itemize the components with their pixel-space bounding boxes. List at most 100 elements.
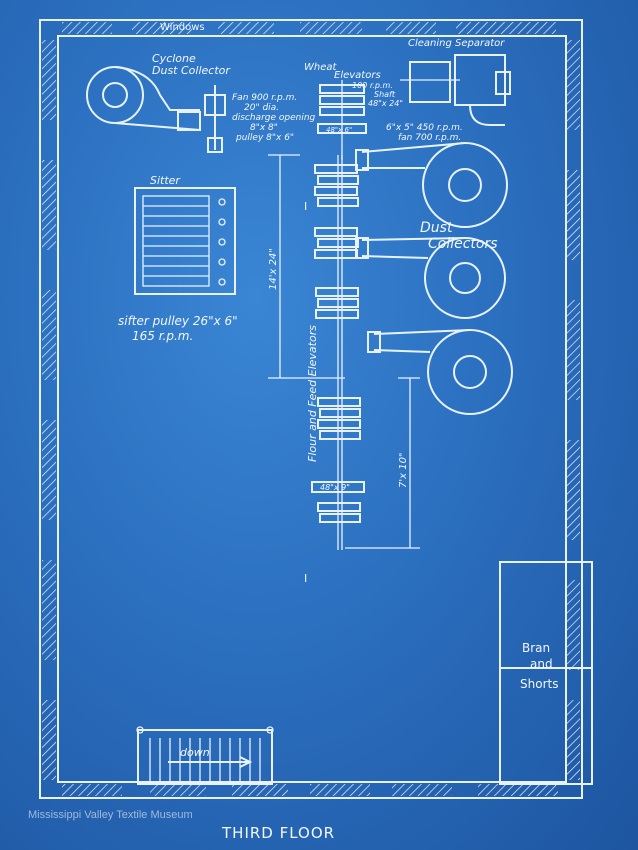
section-marker-bottom: I	[304, 572, 307, 585]
dust-collectors	[355, 142, 513, 415]
sitter-bolt	[218, 278, 226, 286]
elevator-bucket-group-1	[314, 164, 359, 207]
sitter-screen	[142, 195, 210, 287]
sitter-pulley-label-1: sifter pulley 26"x 6"	[118, 314, 238, 328]
dimension-lines	[268, 154, 420, 549]
elevators-label: Elevators	[334, 70, 381, 81]
fan-label-1: Fan 900 r.p.m.	[232, 93, 297, 103]
inner-wall-outline	[57, 35, 567, 783]
cyclone-outlet	[177, 111, 201, 131]
elevator-bucket-group-2	[314, 227, 359, 259]
elevator-bucket-group-3	[315, 287, 359, 319]
dust-collector-3	[427, 329, 513, 415]
section-marker-top: I	[304, 200, 307, 213]
down-label: down	[180, 746, 210, 759]
wall-hatch	[42, 160, 56, 250]
wall-hatch	[132, 22, 192, 34]
elevator-bucket-group-4	[317, 397, 361, 440]
separator-hopper	[454, 54, 506, 106]
dust-collector-1-core	[448, 168, 482, 202]
collectors-label: Collectors	[428, 236, 498, 252]
cyclone-label-1: Cyclone	[152, 52, 196, 65]
building-walls	[39, 19, 583, 799]
wall-hatch	[386, 22, 436, 34]
flour-feed-elevators-label: Flour and Feed Elevators	[306, 325, 319, 462]
wall-hatch	[566, 40, 580, 130]
sitter-frame	[134, 187, 236, 295]
size-48x6-label: 48"x 6"	[326, 126, 352, 134]
wall-hatch	[232, 784, 288, 796]
bran-shorts-bins	[499, 561, 593, 785]
cyclone-label-2: Dust Collector	[152, 64, 231, 77]
stairway	[136, 726, 274, 785]
wall-hatch	[566, 440, 580, 540]
separator-label-2: fan 700 r.p.m.	[398, 133, 461, 143]
cyclone-duct	[114, 66, 201, 131]
wall-hatch	[566, 580, 580, 670]
wall-hatch	[62, 22, 112, 34]
duct-inlet	[355, 149, 369, 171]
elevator-boot	[311, 481, 365, 493]
windows-label: Windows	[160, 22, 205, 33]
wall-hatch	[566, 700, 580, 780]
wall-hatch	[566, 300, 580, 400]
separator-body	[409, 61, 451, 103]
separator-fan	[495, 71, 511, 95]
wall-hatch	[42, 290, 56, 380]
outer-wall-outline	[39, 19, 583, 799]
fan-label-3: discharge opening	[232, 113, 316, 123]
down-arrow-icon	[239, 756, 253, 768]
wall-hatch	[62, 784, 122, 796]
shorts-label: Shorts	[520, 677, 558, 691]
wall-hatch	[42, 700, 56, 780]
wall-hatch	[150, 784, 206, 796]
sitter-bolt	[218, 258, 226, 266]
separator-duct	[469, 104, 505, 126]
fan-label-2: 20" dia.	[244, 103, 279, 113]
dust-collector-1	[422, 142, 508, 228]
size-48x9-label: 48"x 9"	[320, 483, 350, 492]
dimension-bottom-label: 7'x 10"	[398, 452, 409, 488]
elevator-bucket-group-5	[317, 502, 361, 523]
wall-hatch	[456, 22, 556, 34]
cleaning-separator	[400, 54, 511, 126]
shaft-label: Shaft	[374, 90, 396, 99]
fan-label-4: 8"x 8"	[250, 123, 278, 133]
wall-hatch	[218, 22, 274, 34]
museum-watermark: Mississippi Valley Textile Museum	[28, 809, 193, 821]
dust-label: Dust	[420, 220, 453, 236]
duct-inlet	[355, 237, 369, 259]
third-floor-title: THIRD FLOOR	[221, 824, 335, 842]
bin-frame	[499, 561, 593, 785]
dimension-top-label: 14'x 24"	[268, 248, 279, 290]
bran-label: Bran	[522, 641, 550, 655]
cyclone-outer-ring	[86, 66, 144, 124]
cleaning-separator-label: Cleaning Separator	[408, 38, 505, 49]
wall-hatch	[478, 784, 558, 796]
dust-collector-2-core	[449, 262, 481, 294]
wall-hatch	[42, 420, 56, 520]
stair-well	[137, 729, 273, 785]
sitter-screen-lines	[143, 205, 209, 277]
duct-inlet	[367, 331, 381, 353]
sitter-bolt	[218, 198, 226, 206]
separator-label-1: 6"x 5" 450 r.p.m.	[386, 123, 463, 133]
sitter-bolt	[218, 218, 226, 226]
wheat-elevators	[317, 80, 367, 160]
fan-pulley	[207, 137, 223, 153]
wall-hatch	[42, 40, 56, 120]
cyclone-dust-collector	[86, 66, 226, 153]
dust-collector-2-duct	[361, 237, 466, 259]
elevators-rpm-label: 100 r.p.m.	[352, 81, 393, 90]
sitter-label: Sitter	[150, 174, 181, 187]
flour-feed-elevator-column	[311, 155, 365, 550]
wall-hatch	[566, 170, 580, 260]
shaft-size-label: 48"x 24"	[368, 99, 403, 108]
dust-collector-3-duct	[373, 329, 471, 353]
dust-collector-1-duct	[361, 142, 466, 169]
wall-hatch	[42, 560, 56, 660]
wall-hatch	[392, 784, 452, 796]
wall-hatch	[310, 784, 370, 796]
